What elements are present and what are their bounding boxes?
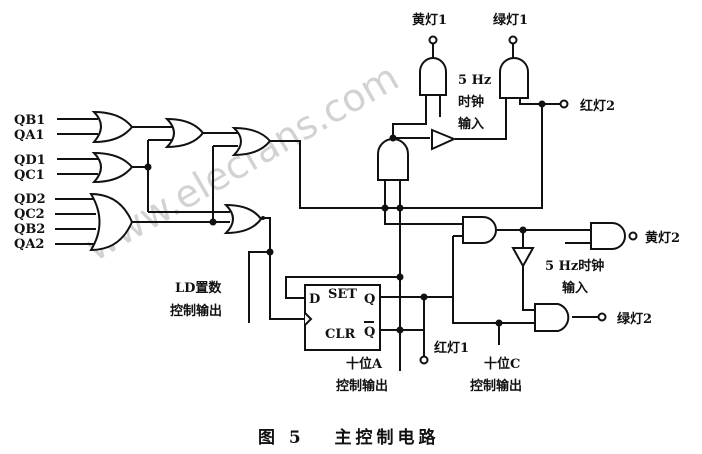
label-ld-1: LD置数 bbox=[175, 280, 222, 296]
ff-clr-label: CLR bbox=[325, 327, 355, 342]
or-gate-4input bbox=[89, 192, 134, 252]
or-gate-c bbox=[231, 126, 272, 157]
or-gate-a bbox=[164, 117, 205, 149]
ff-qbar-label: Q bbox=[364, 325, 375, 340]
and-gate-yellow1 bbox=[419, 57, 447, 96]
ff-d-label: D bbox=[309, 292, 320, 307]
nor-gate-d bbox=[223, 203, 263, 235]
input-qa1: QA1 bbox=[14, 128, 44, 143]
label-green-light-2: 绿灯2 bbox=[617, 311, 652, 327]
or-gate-2 bbox=[91, 151, 134, 184]
label-ten-c-1: 十位C bbox=[484, 356, 520, 372]
label-clock-top-3: 输入 bbox=[458, 116, 484, 132]
label-ten-a-2: 控制输出 bbox=[336, 378, 388, 394]
label-red-light-2: 红灯2 bbox=[580, 98, 615, 114]
label-clock-bottom-2: 输入 bbox=[562, 280, 588, 296]
label-ten-a-1: 十位A bbox=[346, 356, 383, 372]
input-qb1: QB1 bbox=[14, 113, 45, 128]
ff-set-label: SET bbox=[328, 287, 357, 302]
label-yellow-light-2: 黄灯2 bbox=[645, 230, 680, 246]
label-clock-bottom-1: 5 Hz时钟 bbox=[545, 258, 604, 274]
input-qd1: QD1 bbox=[14, 153, 46, 168]
label-ten-c-2: 控制输出 bbox=[470, 378, 522, 394]
or-gate-1 bbox=[91, 110, 134, 144]
buffer-bottom bbox=[511, 247, 535, 269]
and-gate-green1 bbox=[499, 57, 529, 99]
ff-q-label: Q bbox=[364, 292, 375, 307]
input-qc2: QC2 bbox=[14, 207, 45, 222]
d-flip-flop bbox=[304, 284, 381, 351]
input-labels: QB1 QA1 QD1 QC1 QD2 QC2 QB2 QA2 bbox=[14, 113, 46, 252]
label-clock-top-1: 5 Hz bbox=[458, 73, 491, 88]
label-red-light-1: 红灯1 bbox=[434, 340, 469, 356]
label-ld-2: 控制输出 bbox=[170, 303, 222, 319]
input-qd2: QD2 bbox=[14, 192, 46, 207]
input-qa2: QA2 bbox=[14, 237, 44, 252]
label-clock-top-2: 时钟 bbox=[458, 94, 484, 110]
label-green-light-1: 绿灯1 bbox=[493, 12, 528, 28]
junction-dots bbox=[144, 100, 546, 334]
and-gate-h bbox=[462, 216, 497, 244]
input-qc1: QC1 bbox=[14, 168, 45, 183]
output-terminals bbox=[419, 35, 638, 365]
buffer-top bbox=[431, 128, 457, 151]
clock-input-marker bbox=[304, 312, 313, 326]
and-gate-yellow2 bbox=[590, 222, 626, 250]
figure-caption: 图 5 主控制电路 bbox=[258, 427, 440, 448]
label-yellow-light-1: 黄灯1 bbox=[412, 12, 447, 28]
input-qb2: QB2 bbox=[14, 222, 45, 237]
and-gate-green2 bbox=[534, 303, 570, 332]
and-gate-e bbox=[377, 138, 409, 181]
